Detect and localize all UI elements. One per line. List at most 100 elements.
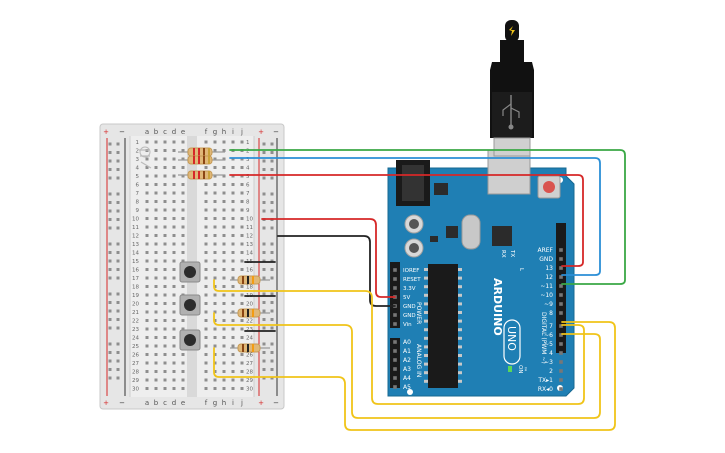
breadboard-hole[interactable] [222,166,226,169]
breadboard-hole[interactable] [213,183,217,186]
breadboard-hole[interactable] [163,149,167,152]
breadboard-hole[interactable] [222,140,226,144]
digital-header-pin[interactable] [559,387,563,391]
breadboard-hole[interactable] [213,225,217,229]
breadboard-hole[interactable] [154,276,158,280]
digital-header-pin[interactable] [559,284,563,288]
breadboard-hole[interactable] [145,140,149,144]
rail-hole[interactable] [262,159,266,163]
breadboard-hole[interactable] [222,310,226,314]
breadboard-hole[interactable] [240,387,244,390]
breadboard-hole[interactable] [145,353,149,356]
breadboard-hole[interactable] [222,242,226,246]
power-header-pin[interactable] [393,277,397,281]
breadboard-hole[interactable] [154,242,158,246]
digital-header-pin[interactable] [559,324,563,328]
rail-hole[interactable] [108,318,112,321]
breadboard-hole[interactable] [172,191,176,195]
breadboard-hole[interactable] [172,268,176,271]
rail-hole[interactable] [270,259,274,263]
breadboard-hole[interactable] [163,157,167,161]
breadboard-hole[interactable] [145,242,149,246]
wire-black-gnd[interactable] [277,235,396,307]
breadboard-hole[interactable] [240,327,244,331]
rail-hole[interactable] [116,276,120,280]
analog-header-pin[interactable] [393,367,397,371]
breadboard-hole[interactable] [163,293,167,297]
rail-hole[interactable] [270,342,274,346]
rail-hole[interactable] [116,376,120,380]
rail-hole[interactable] [262,301,266,304]
breadboard-hole[interactable] [240,208,244,212]
digital-header-pin[interactable] [559,275,563,279]
breadboard-hole[interactable] [231,285,235,288]
breadboard-hole[interactable] [222,361,226,365]
breadboard-hole[interactable] [222,378,226,382]
breadboard-hole[interactable] [154,140,158,144]
rail-hole[interactable] [262,251,266,254]
breadboard-hole[interactable] [145,174,149,178]
breadboard-hole[interactable] [154,293,158,297]
breadboard-hole[interactable] [145,370,149,373]
breadboard-hole[interactable] [231,353,235,356]
resistor-top-3[interactable] [178,170,225,180]
analog-header-pin[interactable] [393,358,397,362]
rail-hole[interactable] [262,309,266,313]
rail-hole[interactable] [116,151,120,154]
rail-hole[interactable] [116,368,120,371]
rail-hole[interactable] [116,201,120,204]
rail-hole[interactable] [270,226,274,230]
breadboard-hole[interactable] [154,234,158,237]
breadboard-hole[interactable] [240,200,244,203]
breadboard-hole[interactable] [204,276,208,280]
power-header-pin[interactable] [393,268,397,272]
breadboard-hole[interactable] [222,336,226,339]
breadboard-hole[interactable] [163,225,167,229]
rail-hole[interactable] [108,351,112,354]
rail-hole[interactable] [262,376,266,380]
breadboard-hole[interactable] [231,234,235,237]
rail-hole[interactable] [270,318,274,321]
resistor-btn-1[interactable] [230,275,270,285]
digital-header-pin[interactable] [559,378,563,382]
breadboard-hole[interactable] [163,302,167,305]
breadboard-hole[interactable] [172,378,176,382]
rail-hole[interactable] [270,151,274,154]
breadboard-hole[interactable] [145,234,149,237]
rail-hole[interactable] [270,359,274,363]
breadboard-hole[interactable] [231,361,235,365]
breadboard-hole[interactable] [204,336,208,339]
breadboard-hole[interactable] [154,259,158,263]
rail-hole[interactable] [108,342,112,346]
breadboard-hole[interactable] [145,387,149,390]
rail-hole[interactable] [270,142,274,146]
rail-hole[interactable] [116,226,120,230]
breadboard-hole[interactable] [154,302,158,305]
rail-hole[interactable] [270,301,274,304]
breadboard-hole[interactable] [213,327,217,331]
breadboard-hole[interactable] [222,174,226,178]
rail-hole[interactable] [108,292,112,296]
rail-hole[interactable] [108,268,112,271]
breadboard-hole[interactable] [213,302,217,305]
breadboard-hole[interactable] [172,302,176,305]
breadboard-hole[interactable] [213,353,217,356]
breadboard-hole[interactable] [163,370,167,373]
rail-hole[interactable] [262,192,266,196]
wire-yellow-3[interactable] [213,321,616,431]
pushbutton-3[interactable] [179,329,201,351]
breadboard-hole[interactable] [213,268,217,271]
breadboard-hole[interactable] [163,140,167,144]
breadboard-hole[interactable] [204,293,208,297]
breadboard-hole[interactable] [172,225,176,229]
breadboard-hole[interactable] [163,378,167,382]
rail-hole[interactable] [262,242,266,246]
breadboard-hole[interactable] [213,251,217,254]
breadboard-hole[interactable] [204,378,208,382]
breadboard-hole[interactable] [213,166,217,169]
breadboard-hole[interactable] [231,336,235,339]
breadboard-hole[interactable] [172,353,176,356]
breadboard-hole[interactable] [163,242,167,246]
wire-red-signal[interactable] [229,174,584,267]
breadboard-hole[interactable] [204,302,208,305]
